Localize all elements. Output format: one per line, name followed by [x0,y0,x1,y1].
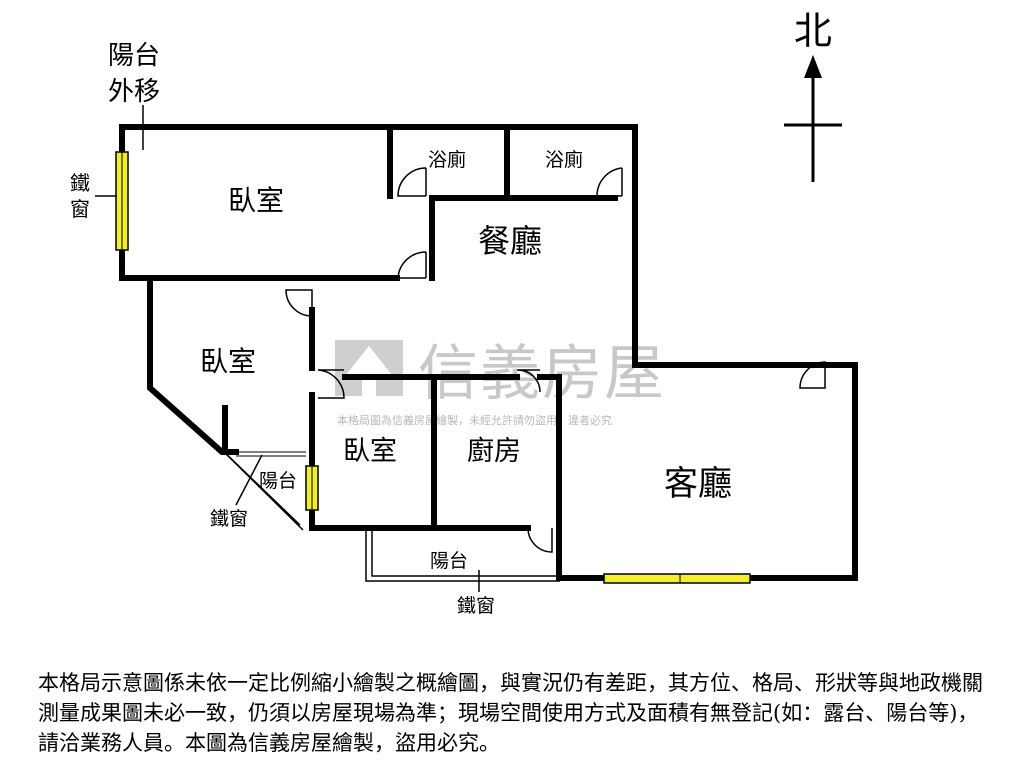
door-balcony-south-icon [527,527,553,553]
label-iron-window-west-balcony: 鐵窗 [210,508,248,530]
label-living-room: 客廳 [664,464,732,504]
watermark-notice: 本格局圖為信義房屋繪製，未經允許請勿盜用，違者必究 [337,413,612,427]
label-kitchen: 廚房 [467,436,521,467]
callout-leaders [95,105,480,592]
label-iron-window-left-1: 鐵 [70,171,90,195]
disclaimer-text: 本格局示意圖係未依一定比例縮小繪製之概繪圖，與實況仍有差距，其方位、格局、形狀等… [38,671,983,755]
label-balcony-west: 陽台 [259,470,297,492]
label-balcony-moved-line1: 陽台 [108,41,160,71]
door-bath1-icon [397,167,427,197]
south-wall [309,507,531,531]
doors [285,167,826,553]
label-balcony-moved-line2: 外移 [108,77,160,107]
windows [115,151,751,584]
compass: 北 [784,9,842,182]
label-bath-1: 浴廁 [428,148,466,171]
door-bedroom3-icon [317,369,345,399]
label-iron-window-south-balcony: 鐵窗 [457,595,495,617]
door-bedroom1-icon [397,251,427,279]
bedroom2-outer-wall [147,279,239,455]
door-living-icon [799,361,826,389]
label-bedroom-3: 臥室 [343,436,397,467]
north-arrowhead-icon [804,55,822,78]
label-dining-room: 餐廳 [478,222,542,260]
floor-plan: 信義房屋 本格局圖為信義房屋繪製，未經允許請勿盜用，違者必究 北 [70,9,858,617]
balcony-outlines [217,445,560,582]
living-room-window [603,573,751,584]
label-bath-2: 浴廁 [545,148,583,171]
room-labels: 陽台 外移 臥室 浴廁 浴廁 餐廳 臥室 臥室 廚房 客廳 陽台 陽台 鐵 窗 … [70,41,732,617]
door-kitchen-icon [516,369,541,393]
door-bath2-icon [596,167,623,197]
kitchen-north-wall [537,374,562,535]
watermark: 信義房屋 本格局圖為信義房屋繪製，未經允許請勿盜用，違者必究 [335,339,664,427]
label-iron-window-left-2: 窗 [70,197,90,221]
watermark-logo-icon [335,340,403,396]
label-bedroom-2: 臥室 [200,345,256,378]
label-bedroom-1: 臥室 [228,184,284,217]
door-bedroom2-icon [285,289,313,317]
compass-north-label: 北 [794,9,832,53]
label-balcony-south: 陽台 [430,550,468,572]
dining-west-wall [429,195,618,281]
